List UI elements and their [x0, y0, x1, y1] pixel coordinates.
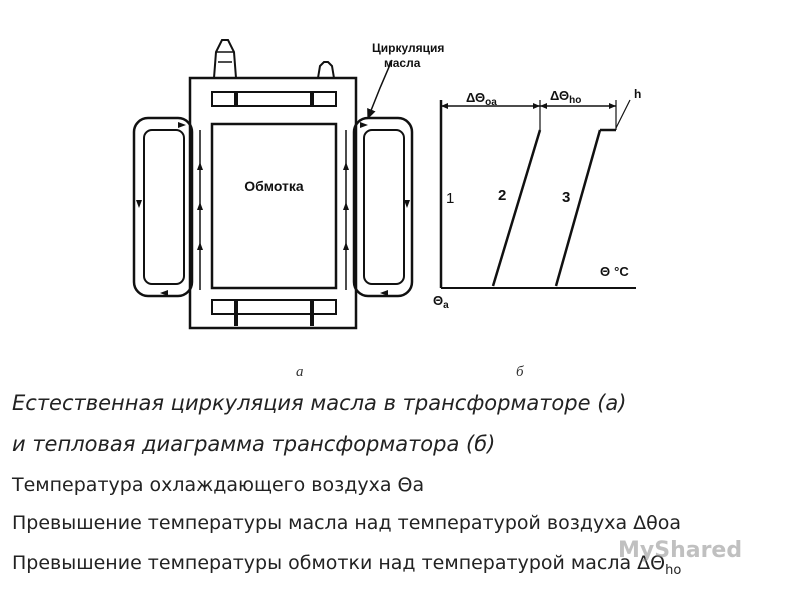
sub-label-a: а	[296, 364, 304, 380]
circulation-label: Циркуляция	[372, 41, 444, 55]
note-air-temperature: Температура охлаждающего воздуха Θa	[12, 474, 425, 496]
thermal-diagram	[439, 99, 636, 289]
sub-label-b: б	[516, 364, 524, 380]
note-winding-rise-text: Превышение температуры обмотки над темпе…	[12, 552, 666, 574]
circulation-label-line2: масла	[384, 56, 421, 70]
theta-a-label: Θa	[433, 293, 449, 311]
line-1-label: 1	[446, 190, 454, 207]
caption-line-2: и тепловая диаграмма трансформатора (б)	[12, 432, 496, 456]
note-oil-rise: Превышение температуры масла над темпера…	[12, 512, 682, 534]
delta-ho-label: ΔΘho	[550, 88, 581, 106]
note-winding-rise-sub: ho	[665, 562, 682, 578]
winding-label: Обмотка	[244, 178, 304, 194]
line-2-label: 2	[498, 187, 506, 204]
theta-c-label: Θ°C	[600, 264, 629, 279]
caption-line-1: Естественная циркуляция масла в трансфор…	[12, 391, 627, 415]
h-label: h	[634, 87, 641, 101]
transformer-diagram: Циркуляция масла Обмотка ΔΘoa ΔΘho h 1 2…	[132, 39, 641, 330]
transformer-tank	[132, 39, 414, 330]
note-winding-rise: Превышение температуры обмотки над темпе…	[12, 551, 681, 583]
delta-oa-label: ΔΘoa	[466, 90, 497, 108]
flow-arrows	[136, 122, 410, 296]
line-3-label: 3	[562, 189, 570, 206]
dimension-arrows	[441, 103, 616, 109]
